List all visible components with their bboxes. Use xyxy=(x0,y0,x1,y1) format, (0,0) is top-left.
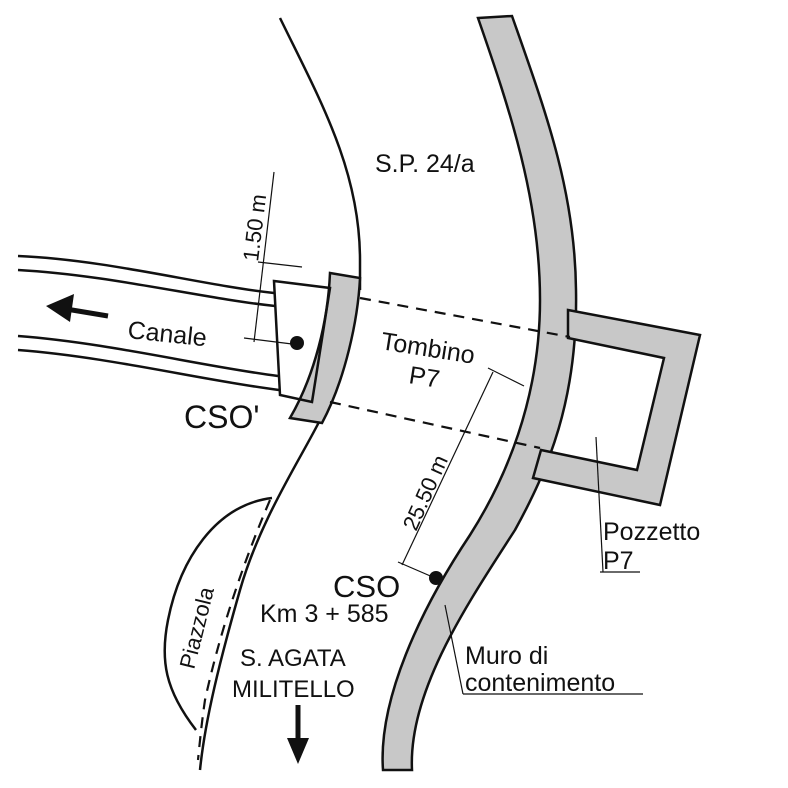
retaining-wall xyxy=(381,14,578,772)
town-label-line2: MILITELLO xyxy=(232,676,355,703)
wall-label-line2: contenimento xyxy=(465,669,615,697)
canal-edge-top-inner xyxy=(17,268,276,308)
culvert-edge-top xyxy=(359,296,571,339)
layby-dashed-edge xyxy=(196,499,272,761)
canal-edge-bottom-outer xyxy=(17,348,280,392)
manhole-leader xyxy=(595,436,604,573)
wall-leader xyxy=(444,604,464,695)
outlet-box xyxy=(272,279,332,404)
width-dim-ext-top xyxy=(257,261,303,268)
cso-point xyxy=(429,571,443,585)
manhole-label-line1: Pozzetto xyxy=(603,518,700,546)
length-dim-ext-bottom xyxy=(397,561,436,579)
direction-arrow-head xyxy=(287,738,309,764)
width-dim-label: 1.50 m xyxy=(238,193,271,263)
cso-prime-label: CSO' xyxy=(184,399,259,435)
length-dim-label: 25.50 m xyxy=(398,451,453,534)
road-edge-left xyxy=(278,17,362,290)
canal-flow-arrow-shaft xyxy=(65,306,109,319)
layby-label: Piazzola xyxy=(175,584,220,671)
wall-label-line1: Muro di xyxy=(465,642,548,670)
culvert-edge-bottom xyxy=(329,400,541,450)
canal-edge-top-outer xyxy=(17,254,275,295)
width-dim-ext-bottom xyxy=(243,337,293,345)
cso-label: CSO xyxy=(333,569,400,604)
canal-edge-bottom-inner xyxy=(17,334,279,378)
culvert-label-line2: P7 xyxy=(407,361,442,393)
road-label: S.P. 24/a xyxy=(375,150,475,178)
length-dim-line xyxy=(401,371,494,566)
cso-prime-point xyxy=(290,336,304,350)
manhole-label-line2: P7 xyxy=(603,547,634,575)
canal-label: Canale xyxy=(126,316,208,352)
km-label: Km 3 + 585 xyxy=(260,600,389,628)
town-label-line1: S. AGATA xyxy=(240,645,346,672)
width-dim-line xyxy=(253,171,275,343)
road-edge-left-lower xyxy=(198,419,322,771)
canal-flow-arrow-head xyxy=(46,294,74,322)
layby-edge xyxy=(163,496,273,731)
length-dim-ext-top xyxy=(487,367,525,387)
manhole-frame xyxy=(531,308,702,507)
